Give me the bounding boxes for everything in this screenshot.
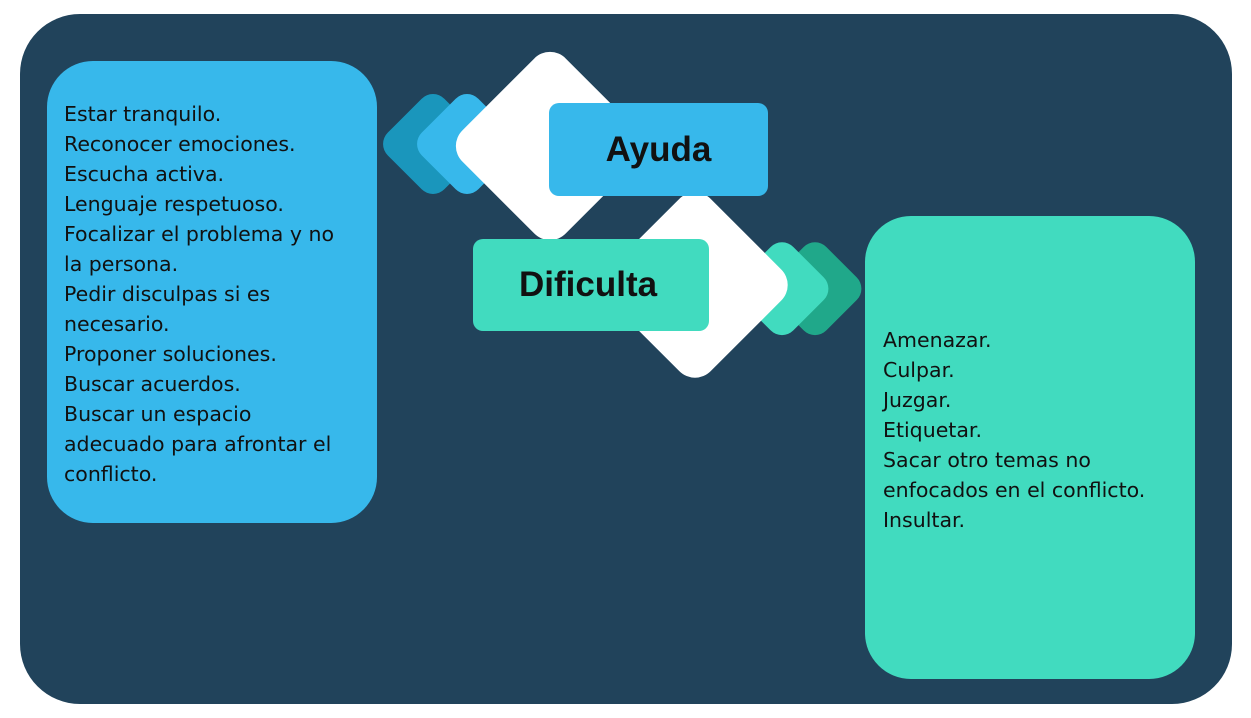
dificulta-label: Dificulta <box>473 239 709 331</box>
ayuda-item: Proponer soluciones. <box>64 342 277 366</box>
ayuda-item: adecuado para afrontar el <box>64 432 332 456</box>
ayuda-item: la persona. <box>64 252 179 276</box>
ayuda-item: conflicto. <box>64 462 158 486</box>
ayuda-item: Pedir disculpas si es <box>64 282 271 306</box>
ayuda-item: Estar tranquilo. <box>64 102 222 126</box>
ayuda-item: Focalizar el problema y no <box>64 222 335 246</box>
ayuda-item: Lenguaje respetuoso. <box>64 192 284 216</box>
dificulta-item: Sacar otro temas no <box>883 448 1091 472</box>
dificulta-item: Culpar. <box>883 358 955 382</box>
ayuda-list-box: Estar tranquilo. Reconocer emociones. Es… <box>47 61 377 523</box>
ayuda-item: Reconocer emociones. <box>64 132 296 156</box>
ayuda-item: Buscar acuerdos. <box>64 372 241 396</box>
ayuda-item: necesario. <box>64 312 170 336</box>
ayuda-item: Escucha activa. <box>64 162 225 186</box>
dificulta-item: enfocados en el conflicto. <box>883 478 1146 502</box>
dificulta-item: Amenazar. <box>883 328 992 352</box>
ayuda-label-text: Ayuda <box>605 129 712 169</box>
dificulta-item: Juzgar. <box>883 388 952 412</box>
dificulta-item: Etiquetar. <box>883 418 982 442</box>
dificulta-item: Insultar. <box>883 508 966 532</box>
ayuda-item: Buscar un espacio <box>64 402 252 426</box>
ayuda-label: Ayuda <box>549 103 768 196</box>
dificulta-list-box: Amenazar. Culpar. Juzgar. Etiquetar. Sac… <box>865 216 1195 679</box>
dificulta-label-text: Dificulta <box>519 265 658 304</box>
